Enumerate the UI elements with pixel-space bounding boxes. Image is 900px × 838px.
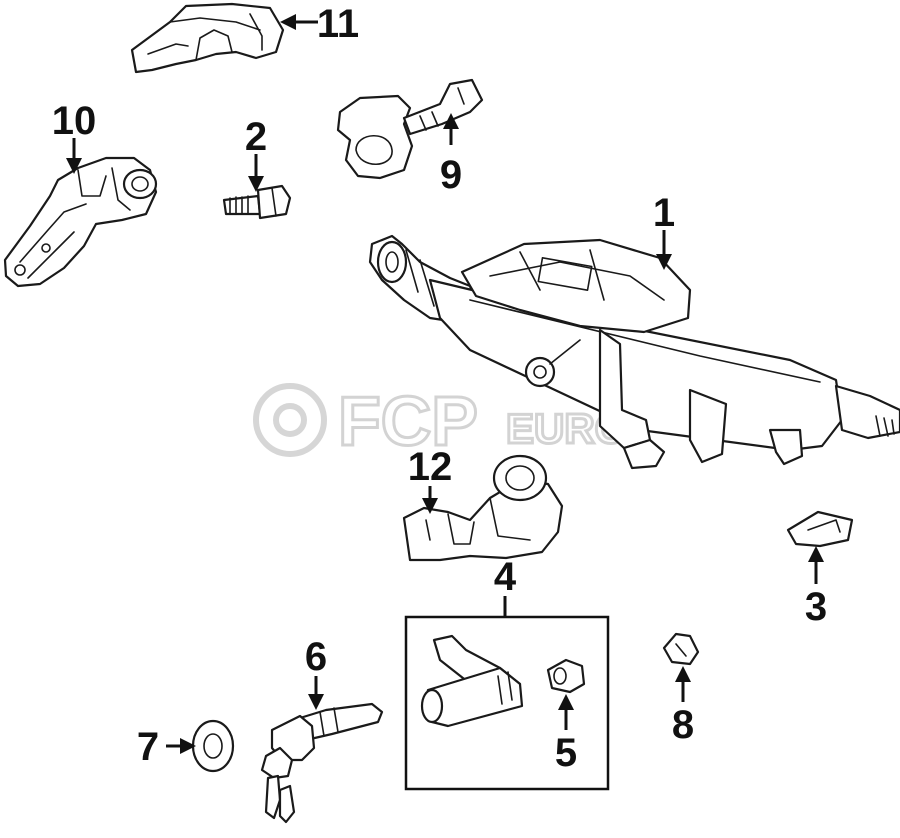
callout-1: 1 <box>653 191 675 235</box>
callout-10: 10 <box>52 99 97 143</box>
arrowhead-6 <box>308 694 324 710</box>
part-3-clip[interactable] <box>786 510 854 548</box>
leader-arrows <box>66 14 824 754</box>
callout-4: 4 <box>494 555 517 599</box>
callout-12: 12 <box>408 445 453 489</box>
part-4-kit-box <box>404 615 610 791</box>
part-2-bolt[interactable] <box>222 184 292 220</box>
part-4-lock-housing[interactable] <box>420 634 524 728</box>
arrowhead-2 <box>248 176 264 192</box>
callout-6: 6 <box>305 635 327 679</box>
part-11-column-cover-upper[interactable] <box>130 2 285 74</box>
arrowhead-9 <box>443 113 459 129</box>
part-6-ignition-lock-with-keys[interactable] <box>260 702 384 824</box>
callout-9: 9 <box>440 153 462 197</box>
callout-3: 3 <box>805 585 827 629</box>
arrowhead-8 <box>675 666 691 682</box>
arrowhead-7 <box>180 738 196 754</box>
arrowhead-10 <box>66 158 82 174</box>
watermark: FCP EURO <box>253 381 629 462</box>
callout-8: 8 <box>672 703 694 747</box>
part-10-ignition-housing[interactable] <box>3 156 158 288</box>
callout-labels: 11 10 2 9 1 12 3 4 5 6 7 8 <box>52 2 827 775</box>
arrowhead-3 <box>808 546 824 562</box>
arrowhead-11 <box>280 14 296 30</box>
callout-11: 11 <box>317 2 359 46</box>
part-9-combination-switch[interactable] <box>336 78 484 180</box>
callout-5: 5 <box>555 731 577 775</box>
part-7-washer[interactable] <box>191 719 235 773</box>
watermark-brand: FCP <box>338 382 478 460</box>
part-8-bushing[interactable] <box>662 632 700 666</box>
part-1-steering-column[interactable] <box>368 234 900 470</box>
part-5-lock-cylinder[interactable] <box>546 658 586 694</box>
watermark-logo-ring <box>253 383 327 457</box>
part-12-column-cover-lower[interactable] <box>402 454 564 562</box>
arrowhead-5 <box>558 694 574 710</box>
callout-2: 2 <box>245 115 267 159</box>
arrowhead-12 <box>422 498 438 514</box>
watermark-logo-core <box>273 403 307 437</box>
callout-7: 7 <box>137 725 159 769</box>
arrowhead-1 <box>656 254 672 270</box>
